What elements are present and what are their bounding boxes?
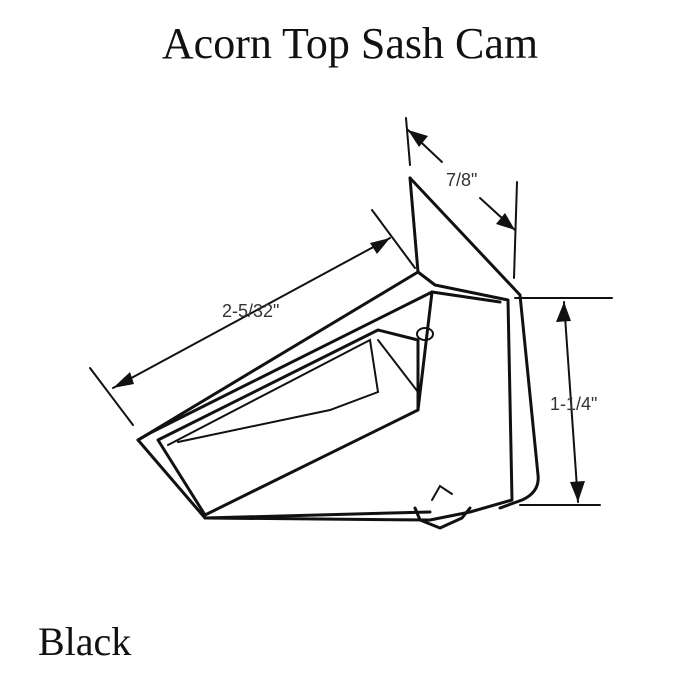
height-dim-line <box>563 301 579 503</box>
top-rim <box>136 290 502 442</box>
length-arrow-right <box>370 238 390 254</box>
length-label: 2-5/32" <box>222 301 279 321</box>
bottom-edge <box>203 510 432 520</box>
mounting-plate-edge <box>408 176 420 274</box>
width-arrow-left <box>408 130 428 147</box>
height-arrow-top <box>556 302 571 322</box>
product-title: Acorn Top Sash Cam <box>161 19 539 68</box>
recess-inner-wall <box>167 338 380 446</box>
front-face <box>416 290 434 412</box>
mounting-plate <box>408 176 540 510</box>
length-arrow-left <box>113 372 134 388</box>
width-arrow-right <box>496 213 515 230</box>
dimension-height: 1-1/4" <box>514 297 613 506</box>
screw-hole <box>416 327 434 341</box>
dimension-length: 2-5/32" <box>89 209 416 426</box>
top-face <box>136 270 514 522</box>
dimension-width: 7/8" <box>405 117 518 279</box>
length-dim-line <box>112 237 391 389</box>
length-ext-right <box>371 209 416 269</box>
latch-tab-detail <box>431 484 453 501</box>
height-label: 1-1/4" <box>550 394 597 414</box>
height-arrow-bottom <box>570 481 585 502</box>
latch-tab <box>413 506 472 530</box>
recess-outer <box>156 328 420 517</box>
width-label: 7/8" <box>446 170 477 190</box>
length-ext-left <box>89 367 134 426</box>
cam-body <box>136 176 540 530</box>
finish-label: Black <box>38 619 132 664</box>
recess-diagonal <box>377 339 419 393</box>
width-ext-left <box>405 117 411 166</box>
